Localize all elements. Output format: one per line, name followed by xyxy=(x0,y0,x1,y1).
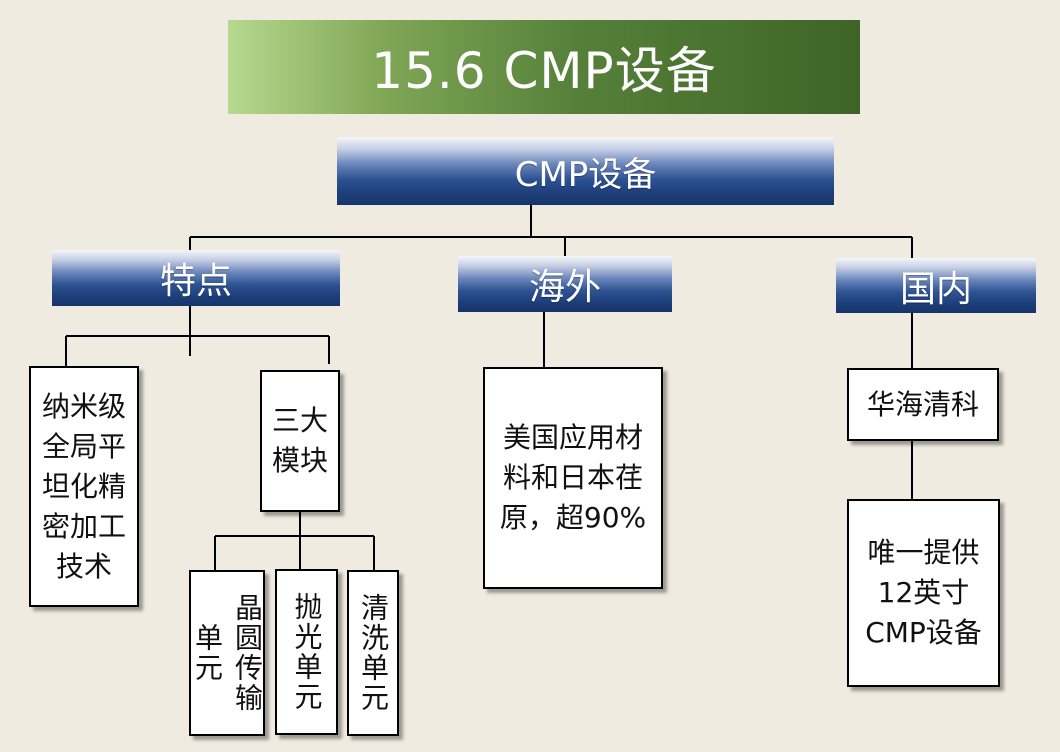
root-node-label: CMP设备 xyxy=(514,154,657,195)
node-polishing-text: 抛光单元 xyxy=(290,592,324,712)
node-wafer-transfer-text: 晶圆传输单元 xyxy=(191,593,264,713)
branch-overseas-label: 海外 xyxy=(528,267,601,308)
node-cleaning-unit: 清洗单元 xyxy=(347,570,399,736)
node-hwatsing: 华海清科 xyxy=(847,368,999,441)
root-node-cmp-equipment: CMP设备 xyxy=(337,137,834,205)
node-domestic-desc: 唯一提供12英寸CMP设备 xyxy=(847,499,1000,687)
branch-features-label: 特点 xyxy=(159,261,232,302)
node-three-modules: 三大模块 xyxy=(260,370,340,512)
branch-domestic-label: 国内 xyxy=(899,268,972,310)
node-domestic-desc-text: 唯一提供12英寸CMP设备 xyxy=(865,536,982,649)
node-hwatsing-text: 华海清科 xyxy=(866,387,979,421)
node-cleaning-text: 清洗单元 xyxy=(357,593,390,713)
node-overseas-vendors: 美国应用材料和日本荏原，超90% xyxy=(483,367,663,589)
node-nano-tech: 纳米级全局平坦化精密加工技术 xyxy=(29,366,139,607)
title-banner: 15.6 CMP设备 xyxy=(228,20,860,114)
branch-node-domestic: 国内 xyxy=(836,258,1036,313)
branch-node-overseas: 海外 xyxy=(458,256,672,312)
node-overseas-vendors-text: 美国应用材料和日本荏原，超90% xyxy=(499,421,647,534)
page-title: 15.6 CMP设备 xyxy=(371,42,717,100)
node-wafer-transfer-unit: 晶圆传输单元 xyxy=(189,570,265,736)
node-polishing-unit: 抛光单元 xyxy=(275,569,338,735)
node-three-modules-text: 三大模块 xyxy=(271,404,328,477)
branch-node-features: 特点 xyxy=(52,250,340,306)
node-nano-tech-text: 纳米级全局平坦化精密加工技术 xyxy=(41,389,126,583)
